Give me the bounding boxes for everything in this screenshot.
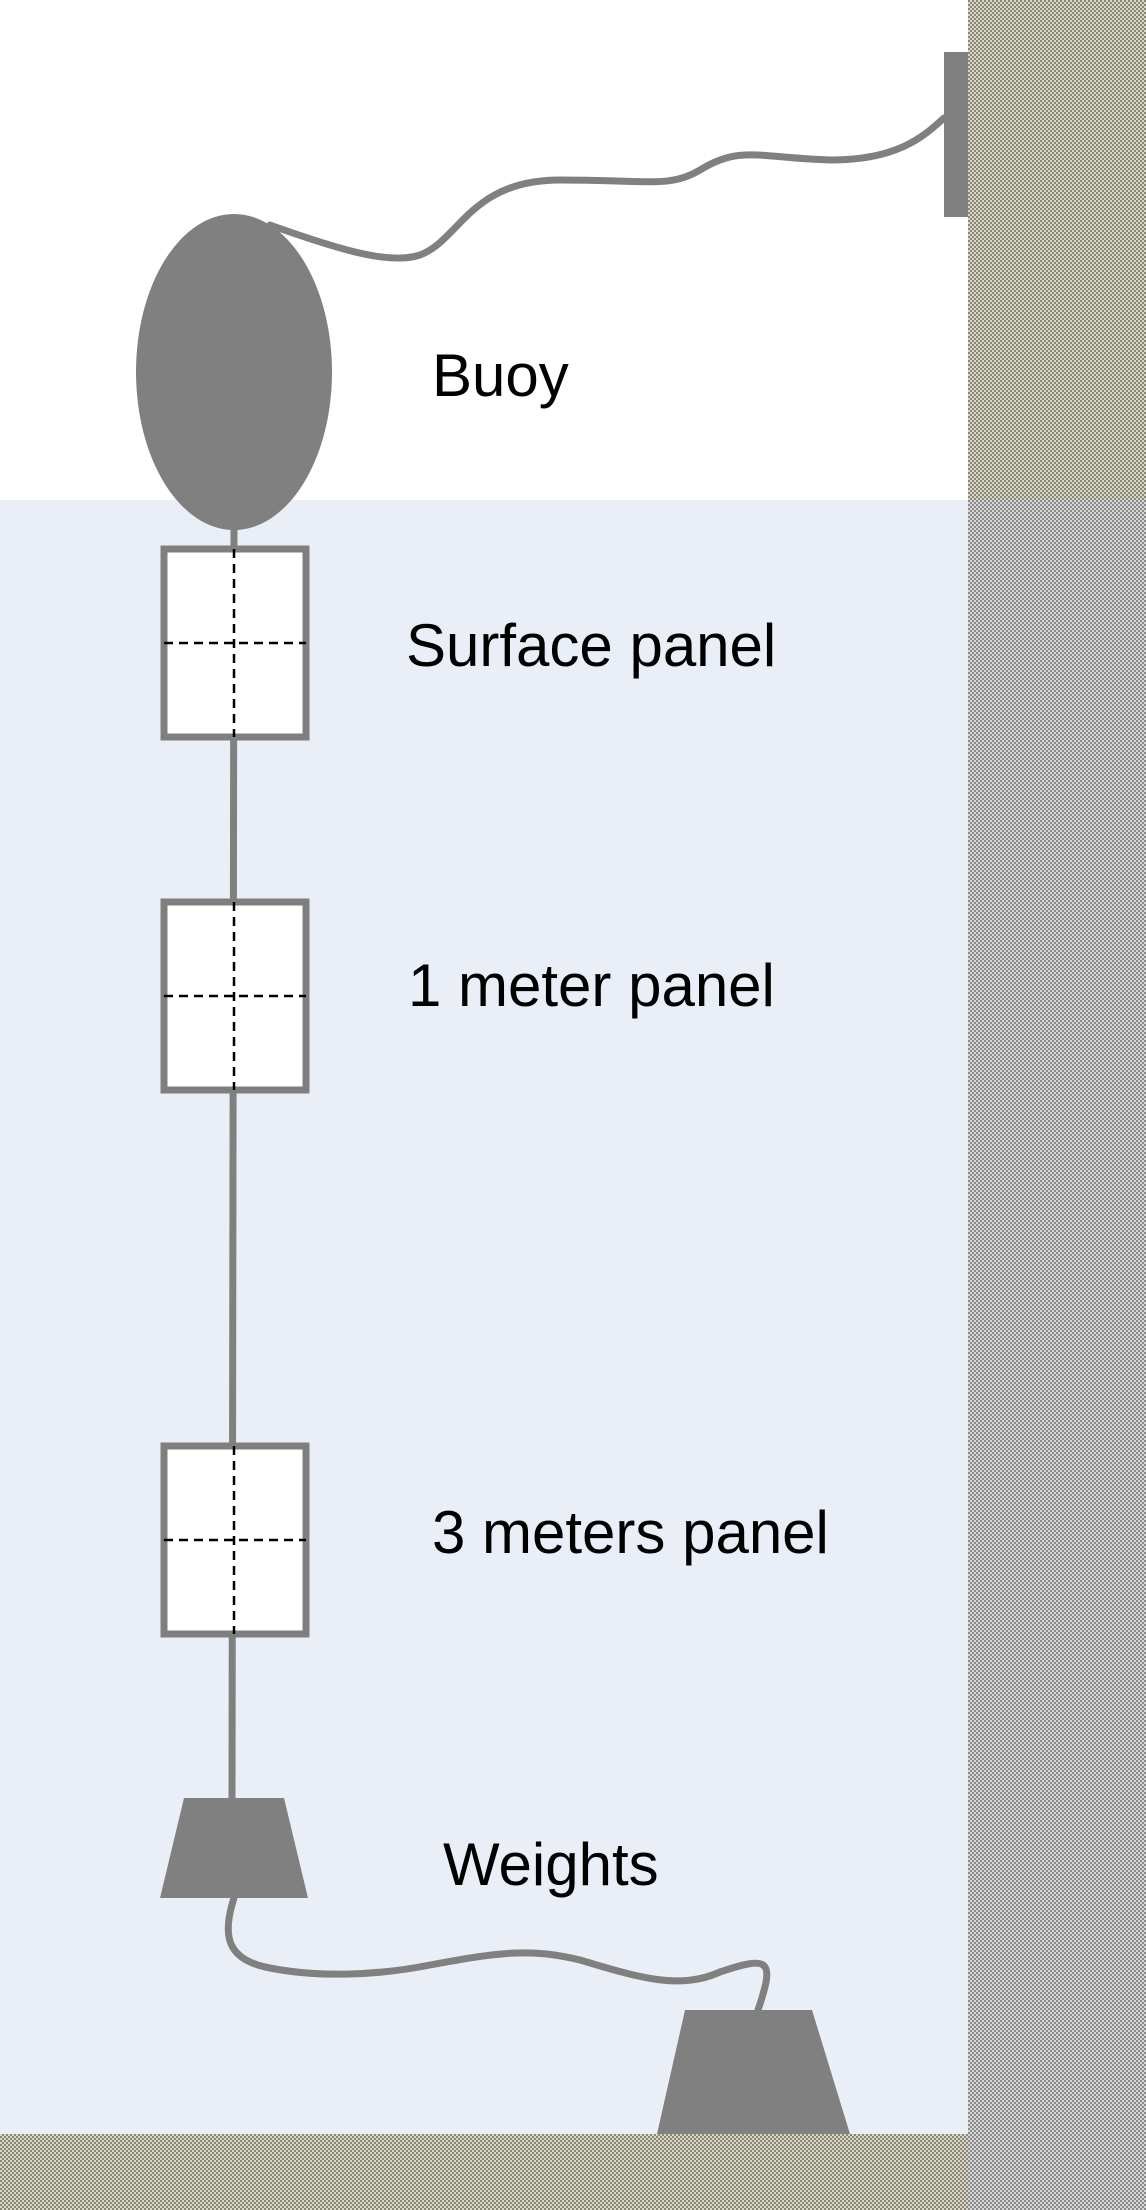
anchor-line	[224, 1894, 771, 2014]
wall-mount-bracket	[944, 52, 968, 217]
mooring-line-to-wall	[266, 114, 948, 262]
weights-label: Weights	[443, 1831, 659, 1898]
quay-wall-below-water	[968, 500, 1146, 2210]
surface-panel	[160, 545, 310, 741]
buoy-label: Buoy	[432, 342, 569, 409]
one-meter-panel-label: 1 meter panel	[408, 952, 775, 1019]
three-meters-panel-label: 3 meters panel	[432, 1499, 829, 1566]
water-area	[0, 500, 968, 2210]
buoy	[136, 214, 332, 530]
hanging-weight	[160, 1798, 308, 1898]
three-meters-panel	[160, 1442, 310, 1638]
anchor-weight	[657, 2010, 850, 2134]
surface-panel-label: Surface panel	[406, 612, 776, 679]
quay-wall-above-water	[968, 0, 1146, 500]
one-meter-panel	[160, 898, 310, 1094]
seabed	[0, 2134, 968, 2210]
